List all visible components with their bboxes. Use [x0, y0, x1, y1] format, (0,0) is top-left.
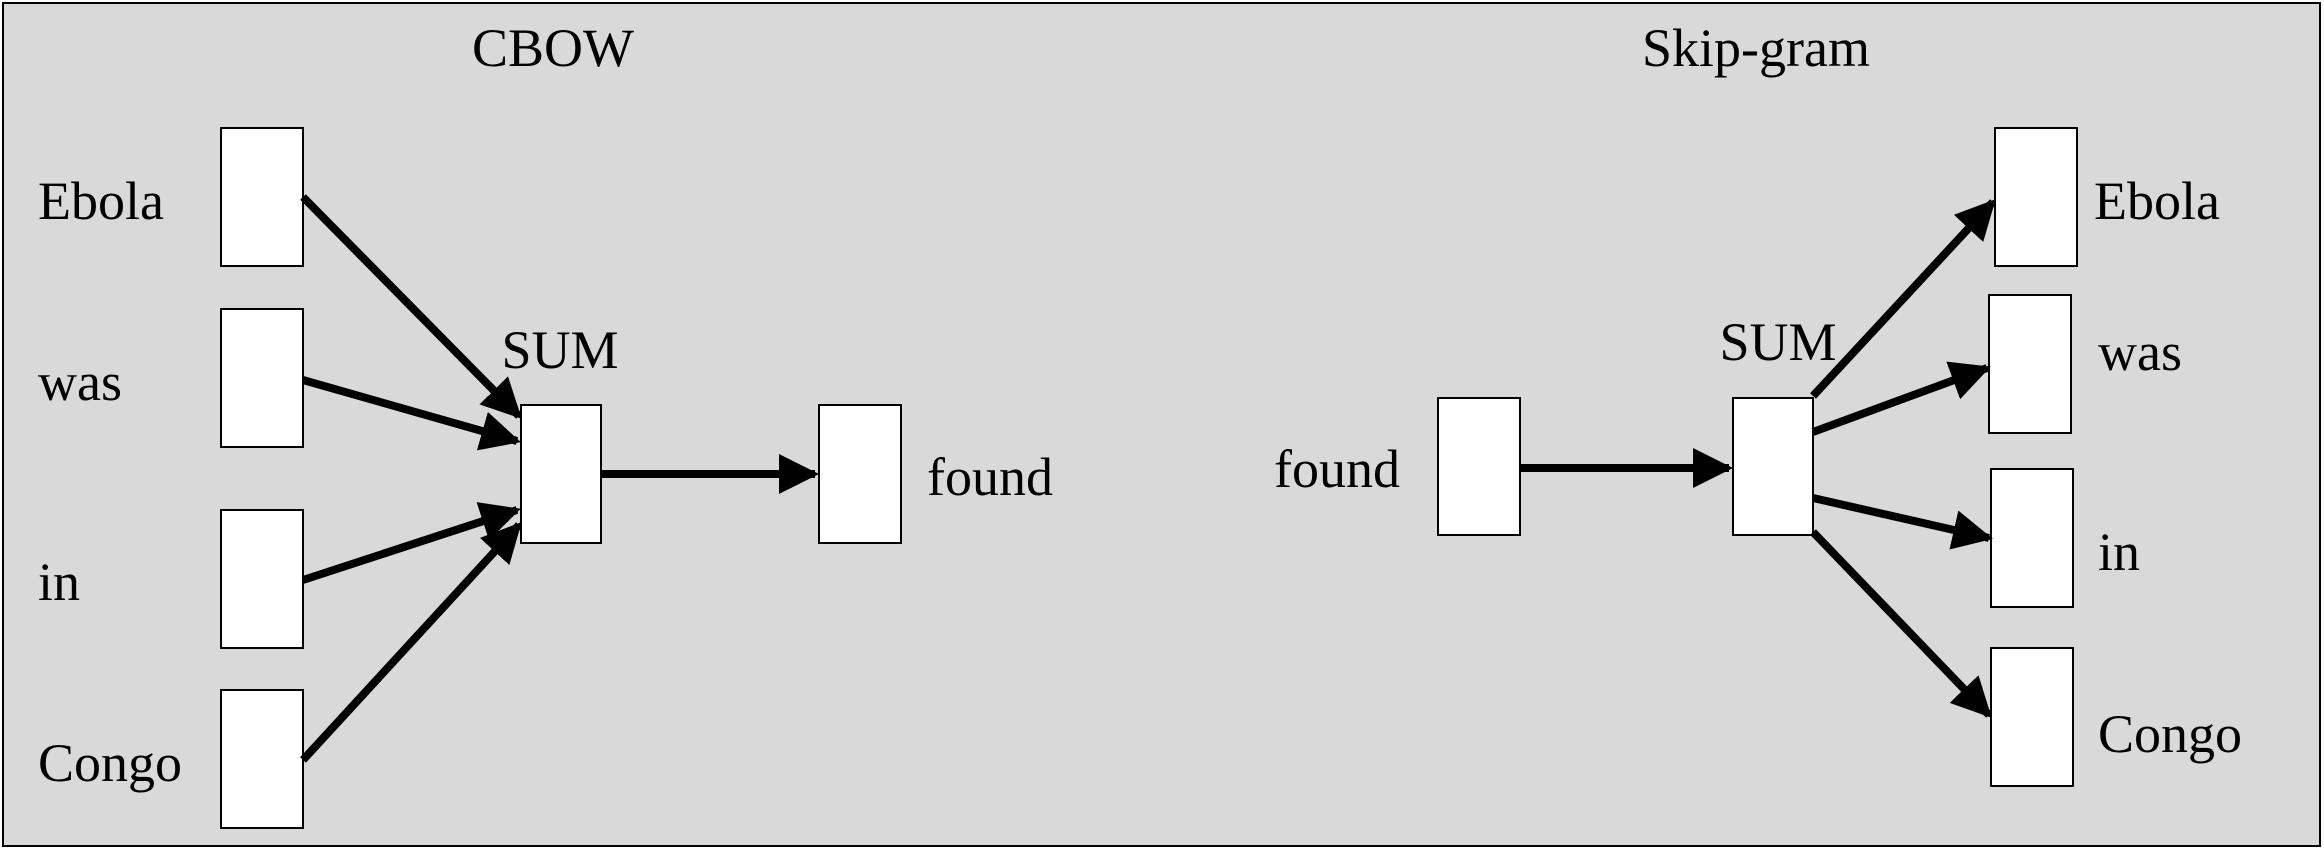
skipgram-context-label-was: was — [2098, 322, 2182, 382]
skipgram-context-box-congo — [1990, 647, 2074, 787]
skipgram-arrow-sum-to-in — [1812, 494, 1993, 550]
cbow-target-label: found — [927, 447, 1053, 507]
skipgram-context-box-in — [1990, 468, 2074, 608]
cbow-context-label-in: in — [38, 552, 80, 612]
skipgram-sum-box — [1732, 397, 1814, 536]
cbow-context-label-was: was — [38, 352, 122, 412]
cbow-arrow-was-to-sum — [301, 376, 521, 451]
cbow-title: CBOW — [472, 18, 634, 78]
skipgram-input-label: found — [1274, 439, 1400, 499]
skipgram-context-label-in: in — [2098, 522, 2140, 582]
cbow-context-box-congo — [220, 689, 304, 829]
skipgram-panel: Skip-gram found SUM Ebola was in Congo — [1274, 18, 2242, 787]
cbow-arrow-ebola-to-sum — [300, 194, 522, 419]
skipgram-arrow-sum-to-was — [1811, 361, 1991, 436]
cbow-panel: CBOW Ebola was in Congo SUM found — [38, 18, 1053, 829]
cbow-arrow-congo-to-sum — [300, 522, 522, 763]
skipgram-title: Skip-gram — [1642, 18, 1870, 78]
skipgram-context-box-was — [1988, 294, 2072, 434]
skipgram-sum-label: SUM — [1719, 312, 1836, 372]
skipgram-context-label-ebola: Ebola — [2094, 171, 2220, 231]
cbow-context-label-ebola: Ebola — [38, 171, 164, 231]
cbow-context-box-in — [220, 509, 304, 649]
cbow-sum-label: SUM — [501, 320, 618, 380]
skipgram-context-box-ebola — [1994, 127, 2078, 267]
skipgram-arrow-sum-to-ebola — [1810, 199, 1996, 399]
cbow-context-box-was — [220, 308, 304, 448]
cbow-sum-box — [520, 404, 602, 544]
cbow-target-box — [818, 404, 902, 544]
skipgram-arrow-sum-to-congo — [1810, 529, 1992, 718]
cbow-context-box-ebola — [220, 127, 304, 267]
cbow-arrow-in-to-sum — [301, 502, 521, 584]
cbow-context-label-congo: Congo — [38, 733, 182, 793]
skipgram-input-box — [1437, 397, 1521, 536]
skipgram-context-label-congo: Congo — [2098, 704, 2242, 764]
